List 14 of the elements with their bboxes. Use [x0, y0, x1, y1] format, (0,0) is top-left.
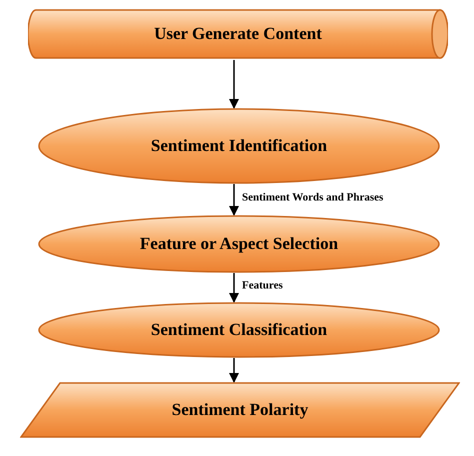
ellipse-node [38, 215, 440, 273]
edge-label: Sentiment Words and Phrases [242, 192, 384, 203]
parallelogram-box [20, 382, 460, 438]
node-label: Sentiment Classification [150, 319, 328, 342]
arrow [229, 60, 239, 109]
arrow [229, 273, 239, 303]
node-label: Feature or Aspect Selection [140, 233, 338, 256]
arrow [229, 358, 239, 383]
ellipse-node [38, 108, 440, 184]
edge-label: Features [242, 280, 283, 291]
arrow [229, 184, 239, 216]
node-label: Sentiment Polarity [172, 399, 308, 422]
ellipse-node [38, 302, 440, 358]
node-label: Sentiment Identification [150, 135, 328, 158]
